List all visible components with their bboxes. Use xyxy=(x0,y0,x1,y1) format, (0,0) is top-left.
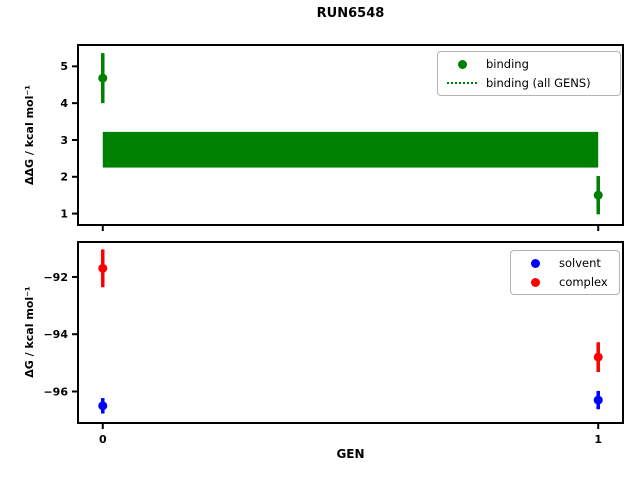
top-legend: binding binding (all GENS) xyxy=(437,51,621,96)
legend-label-solvent: solvent xyxy=(559,256,601,270)
complex-point-gen1 xyxy=(593,352,603,362)
binding-all-gens-band xyxy=(102,131,599,168)
y-tick-label: 2 xyxy=(60,171,68,184)
bottom-legend: solvent complex xyxy=(510,250,620,295)
binding-point-gen1 xyxy=(593,190,603,200)
complex-legend-dot-icon xyxy=(530,277,540,287)
binding-legend-dot-icon xyxy=(457,59,467,69)
binding-point-gen0 xyxy=(98,73,108,83)
solvent-point-gen0 xyxy=(98,401,108,411)
axes-spines-1 xyxy=(77,241,624,424)
binding-all-gens-legend-dotted-line-icon xyxy=(447,82,477,84)
solvent-point-gen1 xyxy=(593,395,603,405)
y-tick-label: 3 xyxy=(60,134,68,147)
legend-item-binding: binding xyxy=(446,57,612,71)
y-tick-label: −94 xyxy=(43,328,68,341)
x-tick-label: 1 xyxy=(594,433,602,446)
y-tick-label: 1 xyxy=(60,207,68,220)
legend-marker-slot xyxy=(446,82,478,84)
legend-item-complex: complex xyxy=(519,275,611,289)
figure-title: RUN6548 xyxy=(316,6,385,21)
legend-marker-slot xyxy=(519,258,551,268)
axes-spines-0 xyxy=(77,44,624,226)
legend-item-binding-all-gens: binding (all GENS) xyxy=(446,76,612,90)
y-tick-label: −92 xyxy=(43,271,68,284)
top-y-axis-label: ΔΔG / kcal mol⁻¹ xyxy=(23,85,36,186)
legend-label-binding-all-gens: binding (all GENS) xyxy=(486,76,591,90)
legend-label-binding: binding xyxy=(486,57,529,71)
legend-label-complex: complex xyxy=(559,275,608,289)
legend-marker-slot xyxy=(446,59,478,69)
y-tick-label: 4 xyxy=(60,97,68,110)
legend-item-solvent: solvent xyxy=(519,256,611,270)
x-axis-label: GEN xyxy=(336,447,365,461)
x-tick-label: 0 xyxy=(99,433,107,446)
y-tick-label: 5 xyxy=(60,60,68,73)
legend-marker-slot xyxy=(519,277,551,287)
bottom-y-axis-label: ΔG / kcal mol⁻¹ xyxy=(23,286,36,378)
complex-point-gen0 xyxy=(98,263,108,273)
solvent-legend-dot-icon xyxy=(530,258,540,268)
y-tick-label: −96 xyxy=(43,385,68,398)
